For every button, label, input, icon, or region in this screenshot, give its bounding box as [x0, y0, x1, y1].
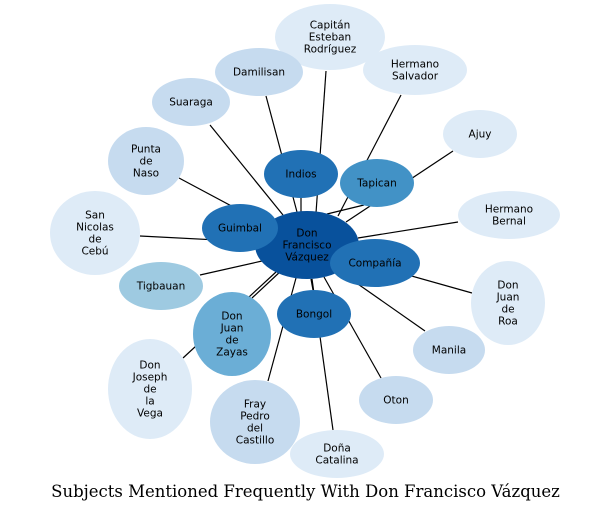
node-tapican: Tapican	[340, 159, 414, 207]
node-suaraga: Suaraga	[152, 78, 230, 126]
edge-hermano-bernal	[357, 221, 459, 239]
node-compania: Compañía	[330, 239, 420, 287]
node-ajuy: Ajuy	[443, 110, 517, 158]
node-ellipse-compania	[330, 239, 420, 287]
node-label-don-joseph: Vega	[137, 408, 163, 420]
node-label-damilisan: Damilisan	[233, 67, 285, 79]
node-label-don-joseph: la	[145, 396, 154, 408]
node-label-dona-catalina: Catalina	[315, 455, 358, 467]
node-label-center: Vázquez	[285, 252, 329, 264]
edge-bongol	[310, 278, 314, 291]
node-ellipse-fray-pedro	[210, 380, 300, 464]
node-label-manila: Manila	[432, 345, 466, 357]
node-damilisan: Damilisan	[215, 48, 303, 96]
node-label-punta-de-naso: Punta	[131, 144, 161, 156]
node-label-capitan: Capitán	[310, 20, 351, 32]
node-label-hermano-salvador: Salvador	[392, 71, 439, 83]
node-ellipse-suaraga	[152, 78, 230, 126]
node-label-hermano-salvador: Hermano	[391, 59, 439, 71]
node-manila: Manila	[413, 326, 485, 374]
node-ellipse-don-joseph	[108, 339, 192, 439]
edge-tapican	[326, 204, 365, 215]
node-label-fray-pedro: del	[247, 423, 263, 435]
node-layer: CapitánEstebanRodríguezHermanoSalvadorDa…	[50, 4, 560, 478]
node-ellipse-bongol	[277, 290, 351, 338]
edge-don-juan-de-zayas	[251, 269, 283, 299]
node-label-tapican: Tapican	[356, 178, 397, 190]
node-label-fray-pedro: Castillo	[236, 435, 275, 447]
node-label-don-juan-de-zayas: de	[225, 335, 238, 347]
node-label-don-juan-de-roa: Roa	[498, 316, 518, 328]
node-ellipse-guimbal	[202, 204, 278, 252]
node-label-don-juan-de-roa: Don	[497, 280, 518, 292]
node-label-don-juan-de-roa: de	[501, 304, 514, 316]
node-indios: Indios	[264, 150, 338, 198]
node-label-don-joseph: de	[143, 384, 156, 396]
node-label-fray-pedro: Fray	[244, 399, 266, 411]
node-label-center: Don	[296, 228, 317, 240]
node-label-san-nicolas: Cebú	[81, 246, 108, 258]
node-ellipse-indios	[264, 150, 338, 198]
node-label-punta-de-naso: de	[139, 156, 152, 168]
node-label-bongol: Bongol	[296, 309, 332, 321]
node-ellipse-tigbauan	[119, 262, 203, 310]
node-ellipse-capitan	[275, 4, 385, 70]
node-label-san-nicolas: de	[88, 234, 101, 246]
node-label-hermano-bernal: Hermano	[485, 204, 533, 216]
node-label-ajuy: Ajuy	[469, 129, 492, 141]
node-ellipse-don-juan-de-roa	[471, 261, 545, 345]
node-label-don-joseph: Joseph	[132, 372, 168, 384]
node-ellipse-punta-de-naso	[108, 127, 184, 195]
node-ellipse-manila	[413, 326, 485, 374]
node-label-dona-catalina: Doña	[323, 443, 351, 455]
node-label-tigbauan: Tigbauan	[136, 281, 186, 293]
node-oton: Oton	[359, 376, 433, 424]
diagram-caption: Subjects Mentioned Frequently With Don F…	[51, 482, 560, 501]
node-label-compania: Compañía	[348, 258, 401, 270]
node-label-indios: Indios	[285, 169, 316, 181]
node-label-san-nicolas: Nicolas	[76, 222, 114, 234]
node-label-don-juan-de-zayas: Don	[221, 311, 242, 323]
node-label-don-joseph: Don	[139, 360, 160, 372]
node-label-suaraga: Suaraga	[169, 97, 213, 109]
node-label-don-juan-de-zayas: Juan	[220, 323, 244, 335]
node-label-san-nicolas: San	[85, 210, 105, 222]
node-label-guimbal: Guimbal	[218, 223, 262, 235]
node-label-punta-de-naso: Naso	[133, 168, 159, 180]
node-tigbauan: Tigbauan	[119, 262, 203, 310]
node-label-oton: Oton	[383, 395, 408, 407]
node-ellipse-don-juan-de-zayas	[193, 292, 271, 376]
node-label-capitan: Rodríguez	[304, 44, 357, 56]
node-bongol: Bongol	[277, 290, 351, 338]
node-label-capitan: Esteban	[309, 32, 351, 44]
node-ellipse-tapican	[340, 159, 414, 207]
node-label-don-juan-de-zayas: Zayas	[216, 347, 248, 359]
node-guimbal: Guimbal	[202, 204, 278, 252]
node-ellipse-dona-catalina	[290, 430, 384, 478]
node-label-fray-pedro: Pedro	[240, 411, 270, 423]
edge-suaraga	[209, 124, 284, 216]
node-ellipse-oton	[359, 376, 433, 424]
node-ellipse-hermano-bernal	[458, 191, 560, 239]
node-label-hermano-bernal: Bernal	[492, 216, 526, 228]
network-diagram: CapitánEstebanRodríguezHermanoSalvadorDa…	[50, 4, 560, 478]
node-label-don-juan-de-roa: Juan	[496, 292, 520, 304]
node-ellipse-hermano-salvador	[363, 45, 467, 95]
node-label-center: Francisco	[282, 240, 331, 252]
node-ellipse-damilisan	[215, 48, 303, 96]
node-ellipse-san-nicolas	[50, 191, 140, 275]
edge-tigbauan	[199, 260, 263, 276]
node-ellipse-ajuy	[443, 110, 517, 158]
